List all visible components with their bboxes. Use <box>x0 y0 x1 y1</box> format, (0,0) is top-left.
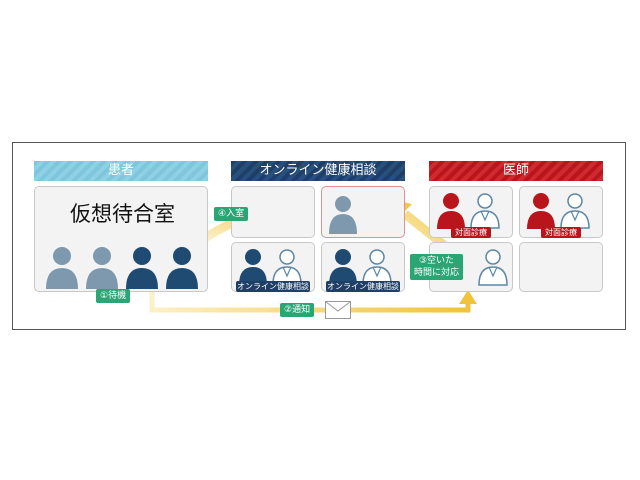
waiting-patient-2-icon <box>86 247 118 289</box>
header-doctor: 医師 <box>429 161 603 181</box>
header-online-consult: オンライン健康相談 <box>231 161 405 181</box>
face-label-1: 対面診療 <box>451 227 491 238</box>
envelope-icon <box>325 301 351 319</box>
face-patient-1-icon <box>437 193 465 229</box>
doctor-room-2 <box>519 186 603 238</box>
consult-patient-4-icon <box>329 249 357 285</box>
face-label-2: 対面診療 <box>541 227 581 238</box>
face-patient-2-icon <box>527 193 555 229</box>
consult-label-3: オンライン健康相談 <box>236 281 310 292</box>
waiting-patient-1-icon <box>46 247 78 289</box>
consult-label-4: オンライン健康相談 <box>326 281 400 292</box>
tag-respond-line2: 時間に対応 <box>414 268 460 278</box>
waiting-patient-3-icon <box>126 247 158 289</box>
tag-wait: ①待機 <box>96 289 131 303</box>
doctor-room-1 <box>429 186 513 238</box>
waiting-room-title: 仮想待合室 <box>70 202 175 226</box>
doctor-room-4 <box>519 242 603 292</box>
face-doctor-2-icon <box>560 193 590 229</box>
tag-enter: ④入室 <box>214 207 249 221</box>
waiting-patient-4-icon <box>166 247 198 289</box>
face-doctor-1-icon <box>470 193 500 229</box>
notify-arrowhead <box>459 290 477 304</box>
entering-patient-icon <box>329 196 357 234</box>
available-doctor-icon <box>478 249 508 286</box>
tag-notify: ②通知 <box>280 303 315 317</box>
tag-respond-line1: ③空いた <box>418 256 455 266</box>
header-patient: 患者 <box>34 161 208 181</box>
consult-doctor-4-icon <box>362 249 392 285</box>
consult-doctor-3-icon <box>272 249 302 285</box>
tag-respond: ③空いた 時間に対応 <box>410 254 464 280</box>
consult-patient-3-icon <box>239 249 267 285</box>
